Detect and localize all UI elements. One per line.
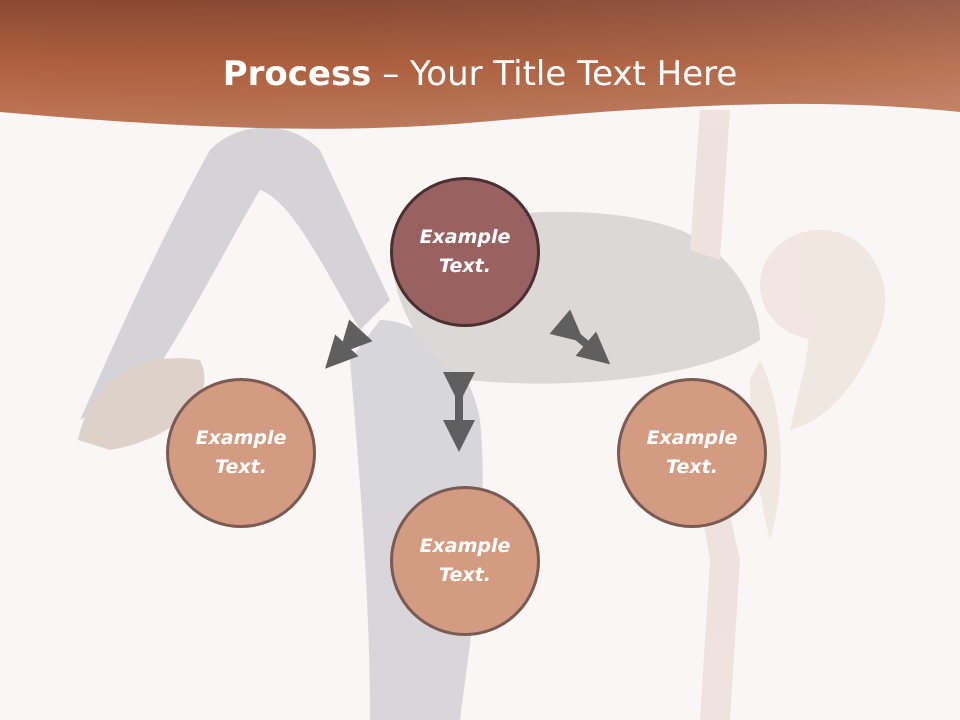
title-bold-part: Process (222, 54, 372, 94)
slide-title: Process – Your Title Text Here (0, 52, 960, 96)
node-top-line2: Text. (439, 255, 491, 277)
node-right-line2: Text. (666, 456, 718, 478)
node-left-line1: Example (195, 427, 287, 449)
process-node-left: Example Text. (166, 378, 316, 528)
process-node-right: Example Text. (617, 378, 767, 528)
node-bottom-line2: Text. (439, 564, 491, 586)
node-top-line1: Example (419, 226, 511, 248)
node-bottom-line1: Example (419, 535, 511, 557)
node-left-line2: Text. (215, 456, 267, 478)
process-node-top: Example Text. (390, 177, 540, 327)
title-rest-part: – Your Title Text Here (371, 54, 738, 94)
arrow-top-left (325, 319, 373, 369)
node-right-line1: Example (646, 427, 738, 449)
process-node-bottom: Example Text. (390, 486, 540, 636)
arrow-top-right (549, 309, 611, 365)
header-band (0, 0, 960, 129)
